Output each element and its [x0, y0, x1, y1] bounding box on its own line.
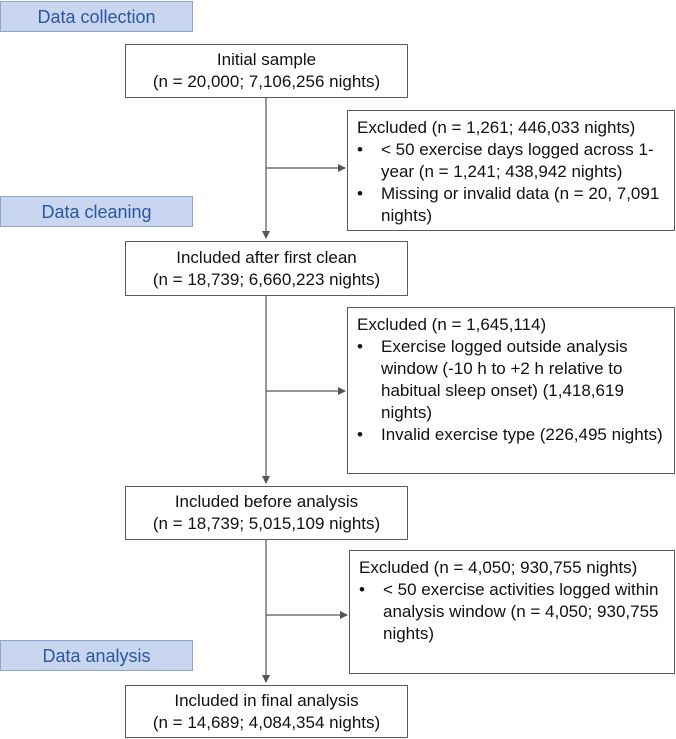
box-exclusion-1: Excluded (n = 1,261; 446,033 nights) • <…	[347, 110, 675, 231]
stage-label-data-cleaning: Data cleaning	[0, 196, 193, 227]
box-title: Included after first clean	[176, 247, 357, 267]
box-count: (n = 18,739; 5,015,109 nights)	[152, 514, 381, 533]
box-initial-sample: Initial sample (n = 20,000; 7,106,256 ni…	[125, 44, 408, 98]
exclusion-bullet-list: • Exercise logged outside analysis windo…	[357, 336, 666, 446]
exclusion-bullet-list: • < 50 exercise activities logged within…	[359, 579, 666, 645]
exclusion-bullet-text: Invalid exercise type (226,495 nights)	[381, 425, 663, 444]
exclusion-bullet-text: < 50 exercise activities logged within a…	[383, 580, 659, 643]
exclusion-bullet: • Missing or invalid data (n = 20, 7,091…	[357, 183, 666, 227]
bullet-glyph: •	[357, 425, 363, 444]
box-count: (n = 14,689; 4,084,354 nights)	[152, 712, 381, 732]
box-included-before-analysis: Included before analysis (n = 18,739; 5,…	[125, 486, 408, 540]
bullet-glyph: •	[357, 337, 363, 356]
bullet-glyph: •	[357, 140, 363, 159]
box-count: (n = 18,739; 6,660,223 nights)	[152, 269, 381, 289]
box-title: Included before analysis	[174, 492, 359, 511]
box-exclusion-3: Excluded (n = 4,050; 930,755 nights) • <…	[349, 550, 675, 674]
exclusion-bullet: • Exercise logged outside analysis windo…	[357, 336, 666, 424]
exclusion-title: Excluded (n = 1,645,114)	[357, 315, 547, 334]
exclusion-bullet-text: Exercise logged outside analysis window …	[381, 337, 628, 422]
box-title: Initial sample	[216, 50, 317, 69]
box-included-in-final-analysis: Included in final analysis (n = 14,689; …	[125, 685, 408, 738]
exclusion-title: Excluded (n = 4,050; 930,755 nights)	[359, 558, 638, 577]
bullet-glyph: •	[357, 184, 363, 203]
bullet-glyph: •	[359, 580, 365, 599]
stage-label-text: Data analysis	[42, 645, 151, 666]
exclusion-title: Excluded (n = 1,261; 446,033 nights)	[357, 118, 636, 137]
box-exclusion-2: Excluded (n = 1,645,114) • Exercise logg…	[347, 307, 675, 474]
stage-label-text: Data cleaning	[41, 201, 152, 222]
exclusion-bullet-text: Missing or invalid data (n = 20, 7,091 n…	[381, 184, 660, 225]
exclusion-bullet: • < 50 exercise activities logged within…	[359, 579, 666, 645]
exclusion-bullet: • Invalid exercise type (226,495 nights)	[357, 424, 666, 446]
stage-label-text: Data collection	[37, 6, 156, 27]
box-title: Included in final analysis	[174, 690, 359, 710]
box-included-after-first-clean: Included after first clean (n = 18,739; …	[125, 241, 408, 296]
stage-label-data-analysis: Data analysis	[0, 640, 193, 671]
exclusion-bullet-text: < 50 exercise days logged across 1-year …	[381, 140, 654, 181]
box-count: (n = 20,000; 7,106,256 nights)	[152, 72, 381, 91]
exclusion-bullet: • < 50 exercise days logged across 1-yea…	[357, 139, 666, 183]
exclusion-bullet-list: • < 50 exercise days logged across 1-yea…	[357, 139, 666, 227]
stage-label-data-collection: Data collection	[0, 1, 193, 32]
